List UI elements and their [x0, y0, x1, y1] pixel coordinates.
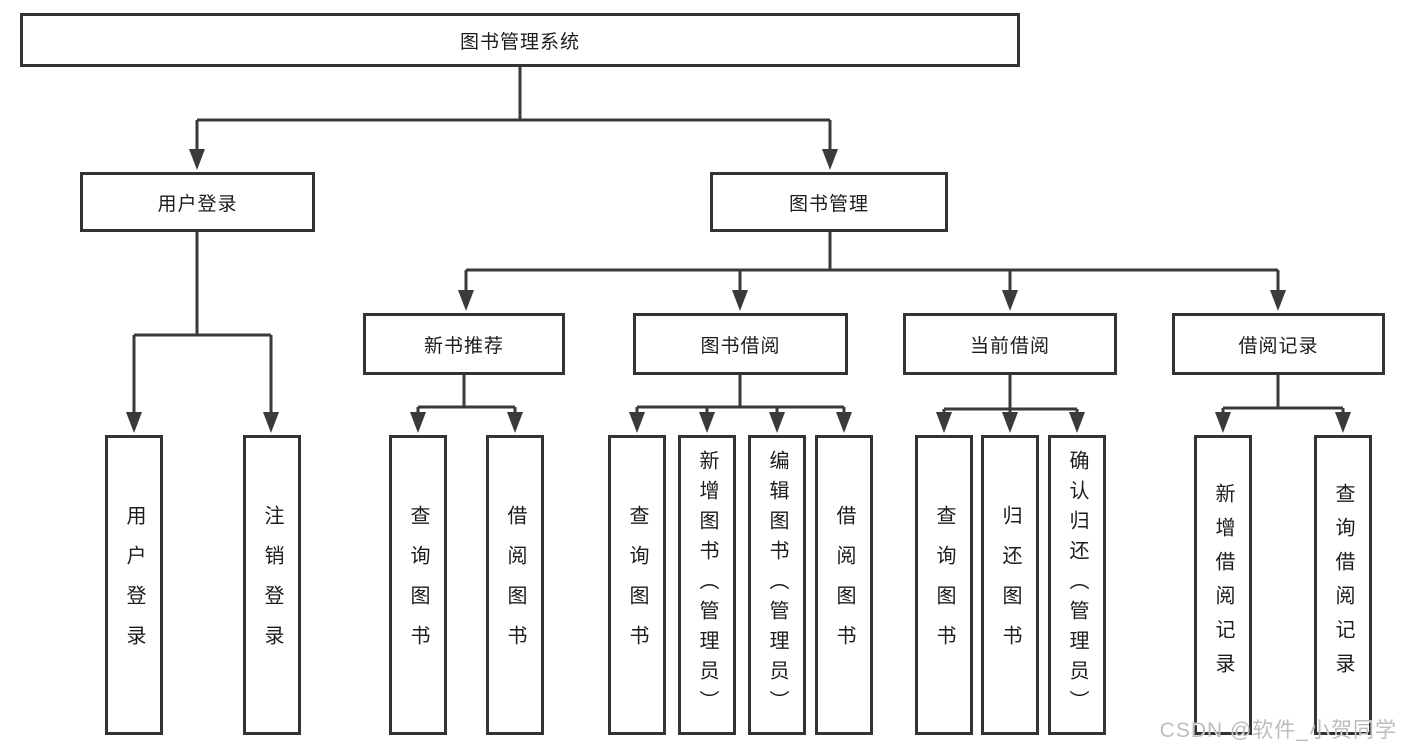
leaf-edit-books-admin: 编辑图书（管理员）	[748, 435, 806, 735]
leaf-query-borrow-record-label: 查询借阅记录	[1332, 483, 1354, 687]
leaf-query-books-2-label: 查询图书	[626, 505, 648, 665]
leaf-query-books-1-label: 查询图书	[407, 505, 429, 665]
connector-borrow-records-branch	[1215, 375, 1351, 433]
leaf-query-books-1: 查询图书	[389, 435, 447, 735]
node-current-borrow: 当前借阅	[903, 313, 1117, 375]
leaf-borrow-books-2-label: 借阅图书	[833, 505, 855, 665]
leaf-return-books: 归还图书	[981, 435, 1039, 735]
leaf-return-books-label: 归还图书	[999, 505, 1021, 665]
leaf-add-borrow-record: 新增借阅记录	[1194, 435, 1252, 735]
leaf-query-books-3: 查询图书	[915, 435, 973, 735]
node-book-management: 图书管理	[710, 172, 948, 232]
node-book-borrow: 图书借阅	[633, 313, 848, 375]
connector-root-to-level2	[189, 67, 838, 170]
connector-book-borrow-branch	[629, 375, 852, 433]
leaf-confirm-return-admin-label: 确认归还（管理员）	[1066, 450, 1088, 720]
leaf-query-books-2: 查询图书	[608, 435, 666, 735]
leaf-add-borrow-record-label: 新增借阅记录	[1212, 483, 1234, 687]
csdn-watermark: CSDN @软件_小贺同学	[1159, 719, 1397, 742]
leaf-logout-label: 注销登录	[261, 505, 283, 665]
leaf-logout: 注销登录	[243, 435, 301, 735]
leaf-confirm-return-admin: 确认归还（管理员）	[1048, 435, 1106, 735]
leaf-query-books-3-label: 查询图书	[933, 505, 955, 665]
connector-current-borrow-branch	[936, 375, 1085, 433]
node-user-login: 用户登录	[80, 172, 315, 232]
node-borrow-records: 借阅记录	[1172, 313, 1385, 375]
leaf-add-books-admin-label: 新增图书（管理员）	[696, 450, 718, 720]
leaf-user-login-label: 用户登录	[123, 505, 145, 665]
leaf-add-books-admin: 新增图书（管理员）	[678, 435, 736, 735]
connector-book-management-branch	[458, 232, 1286, 311]
node-root: 图书管理系统	[20, 13, 1020, 67]
leaf-edit-books-admin-label: 编辑图书（管理员）	[766, 450, 788, 720]
leaf-borrow-books-2: 借阅图书	[815, 435, 873, 735]
connector-new-book-branch	[410, 375, 523, 433]
leaf-query-borrow-record: 查询借阅记录	[1314, 435, 1372, 735]
connector-user-login-branch	[126, 232, 279, 433]
node-new-book-recommend: 新书推荐	[363, 313, 565, 375]
leaf-borrow-books-1-label: 借阅图书	[504, 505, 526, 665]
leaf-borrow-books-1: 借阅图书	[486, 435, 544, 735]
leaf-user-login: 用户登录	[105, 435, 163, 735]
